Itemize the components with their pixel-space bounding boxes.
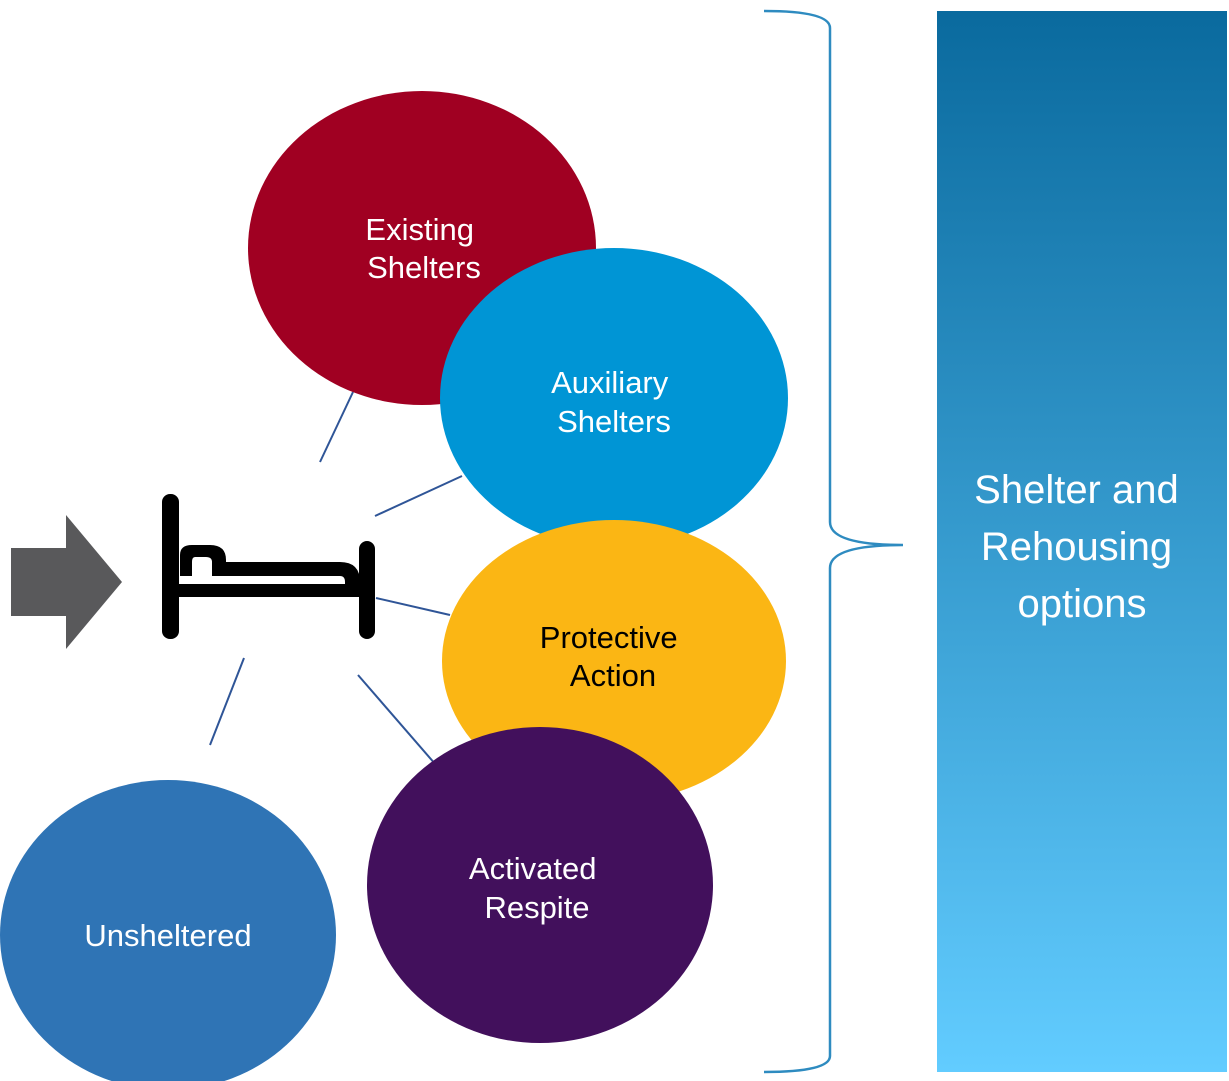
activated-respite-circle	[367, 727, 713, 1043]
protective-action-label: Protective Action	[540, 620, 686, 693]
unsheltered-label: Unsheltered	[84, 918, 251, 953]
auxiliary-shelters-circle	[440, 248, 788, 548]
node-auxiliary-shelters: Auxiliary Shelters	[440, 248, 788, 548]
shelter-rehousing-panel: Shelter and Rehousing options	[937, 11, 1227, 1072]
auxiliary-shelters-label: Auxiliary Shelters	[551, 365, 677, 439]
node-unsheltered: Unsheltered	[0, 780, 336, 1081]
panel-background	[937, 11, 1227, 1072]
connector-unsheltered	[209, 657, 245, 746]
panel-label: Shelter and Rehousing options	[974, 468, 1190, 626]
connector-protective-action	[375, 597, 451, 616]
node-activated-respite: Activated Respite	[367, 727, 713, 1043]
existing-shelters-label: Existing Shelters	[365, 212, 482, 285]
grouping-brace	[763, 9, 904, 1074]
connectors	[209, 391, 463, 766]
connector-auxiliary-shelters	[374, 475, 463, 517]
connector-existing-shelters	[319, 391, 354, 463]
activated-respite-label: Activated Respite	[469, 851, 605, 925]
connector-activated-respite	[357, 674, 437, 766]
unsheltered-circle	[0, 780, 336, 1081]
arrow-right-icon	[11, 515, 122, 649]
bed-icon	[162, 494, 375, 639]
